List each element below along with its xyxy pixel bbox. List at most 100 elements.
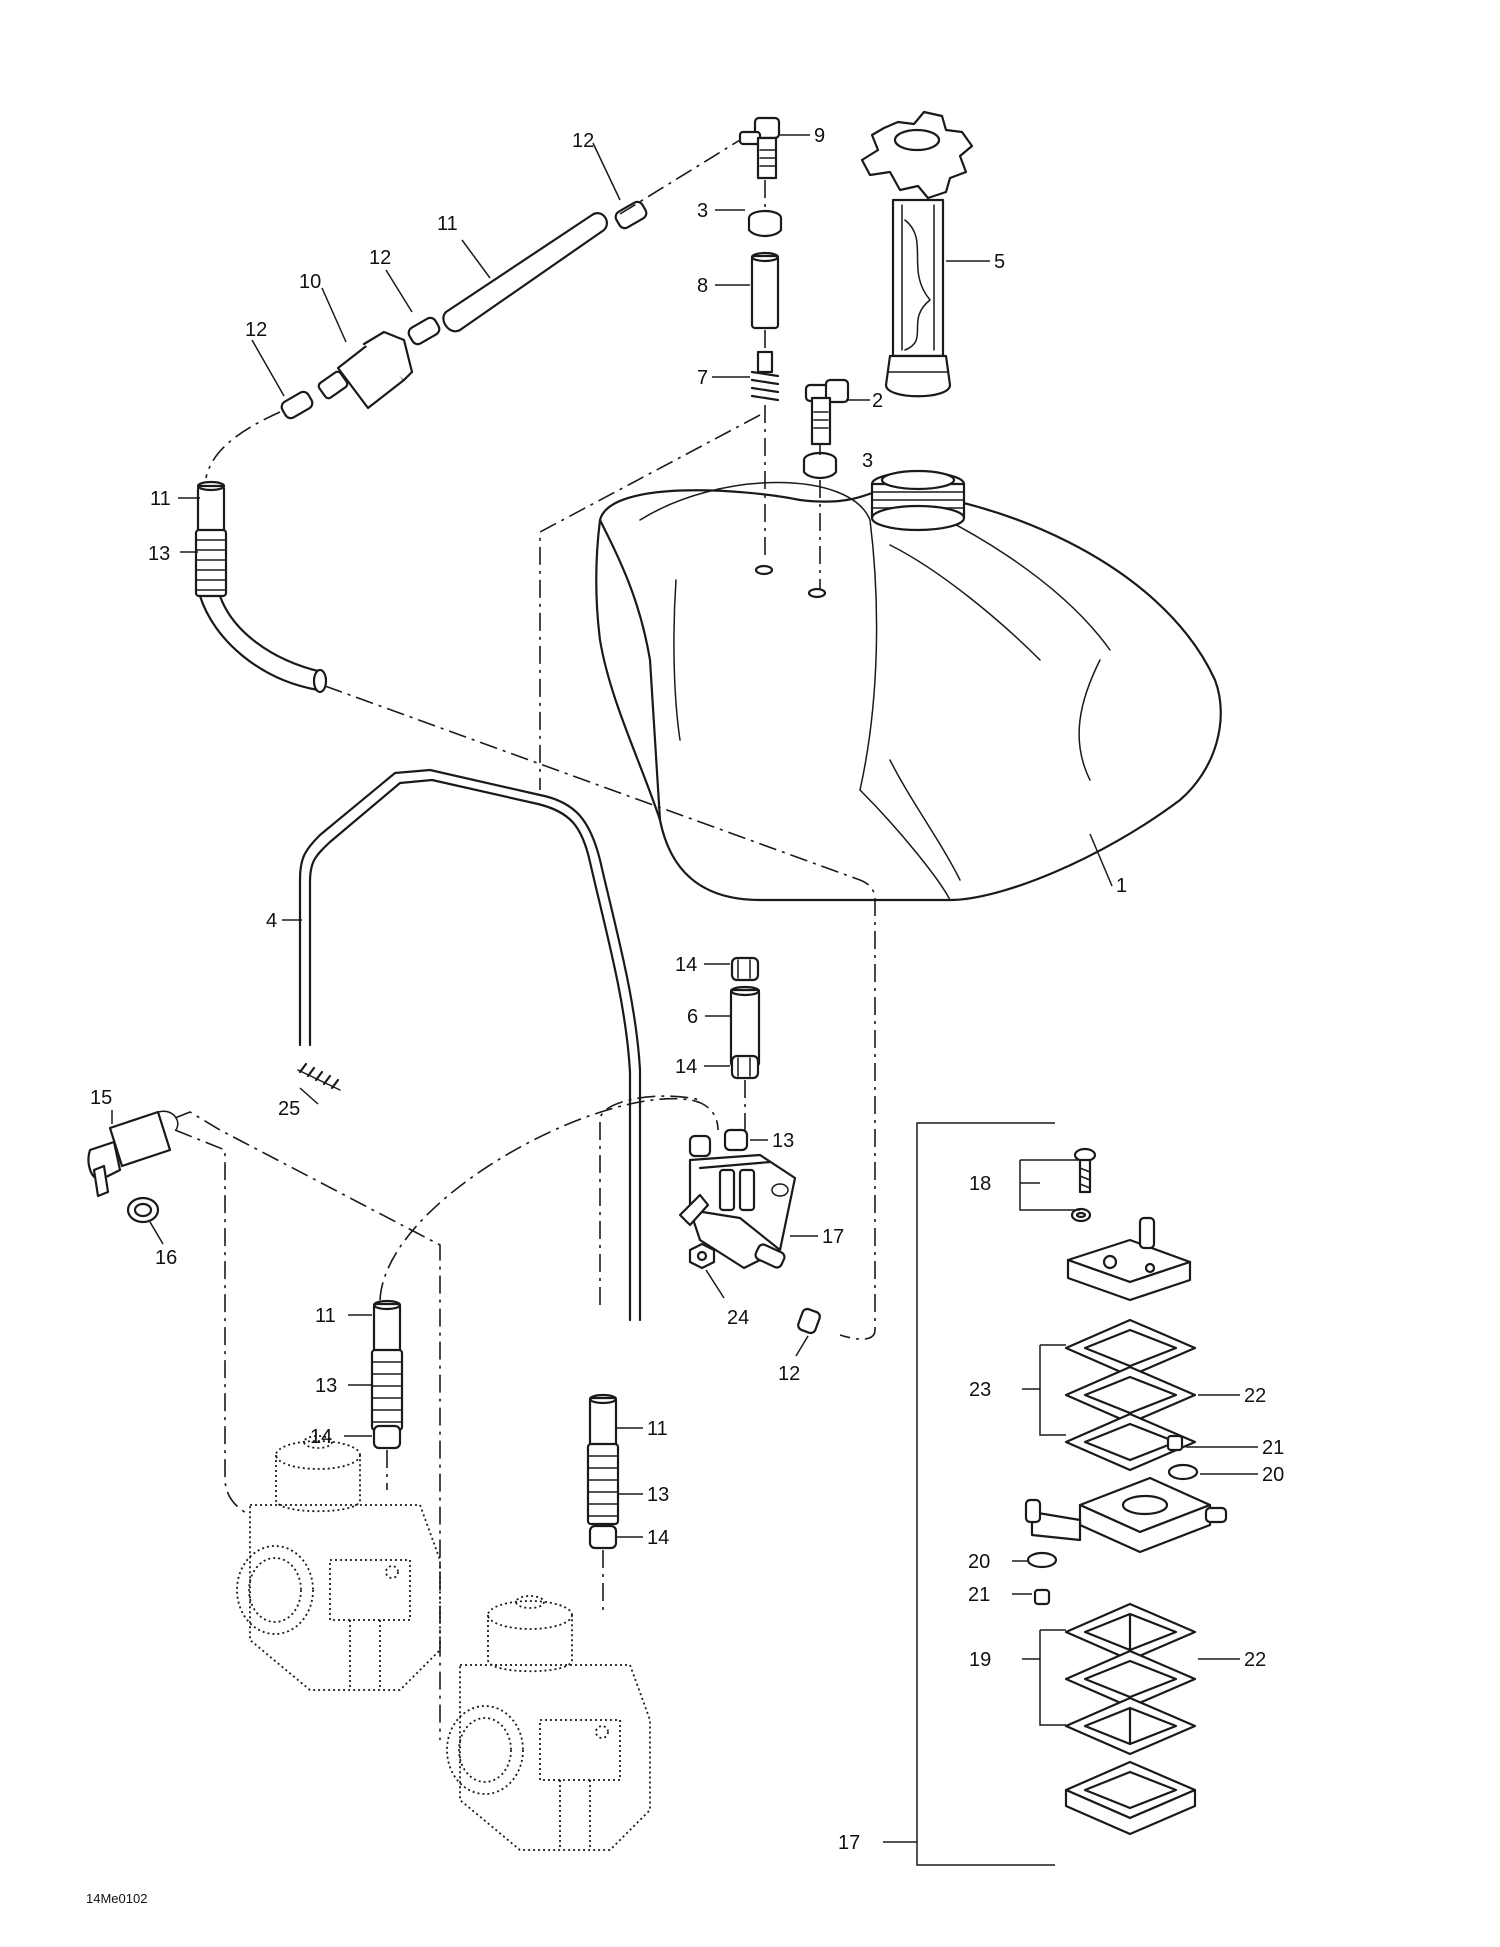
pump-body [1024,1476,1228,1554]
callout-labels: 1 2 3 3 4 5 6 7 8 9 10 11 11 11 11 12 12… [86,125,1284,1906]
clamp-14-carb-right [588,1524,618,1550]
spring-25 [297,1062,341,1091]
callout-11-top: 11 [437,213,458,235]
callout-7: 7 [697,367,708,389]
fuel-tank [595,469,1222,902]
clamp-14-carb-left [372,1424,402,1450]
clamp-13-pump-b [723,1128,749,1152]
disc-20-upper [1167,1463,1199,1481]
carburetor-right [446,1595,651,1851]
callout-4: 4 [266,910,277,932]
primer-15 [87,1110,179,1198]
callout-17-pump: 17 [822,1226,844,1248]
disc-20-lower [1026,1551,1058,1569]
callout-14-carb-right: 14 [647,1527,669,1549]
washer-18 [1070,1207,1092,1223]
callout-19: 19 [969,1649,991,1671]
pump-to-carb2-line [599,1095,701,1305]
gasket-lower-3 [1064,1696,1197,1756]
callout-6: 6 [687,1006,698,1028]
callout-20-upper: 20 [1262,1464,1284,1486]
hose-6 [729,985,761,1068]
vent-fitting-9 [738,116,781,180]
callout-12-pump: 12 [778,1363,800,1385]
pump-to-carb-line [379,1097,719,1301]
callout-18: 18 [969,1173,991,1195]
hose-11-left [196,480,226,536]
callout-13-pump: 13 [772,1130,794,1152]
clamp-14-mid [730,1054,760,1080]
leader-lines [111,134,1258,1726]
hose-11-carb-left [372,1299,402,1356]
pump-base [1064,1760,1197,1836]
sleeve-13-carb-right [586,1442,620,1526]
carb-connection-lines [386,1450,604,1610]
callout-2: 2 [872,390,883,412]
callout-21-lower: 21 [968,1584,990,1606]
callout-23: 23 [969,1379,991,1401]
callout-20-lower: 20 [968,1551,990,1573]
clamp-12-b [407,316,441,346]
vent-line [539,414,761,790]
sleeve-13-left [194,528,228,598]
callout-22-lower: 22 [1244,1649,1266,1671]
callout-3-upper: 3 [697,200,708,222]
drawing-code: 14Me0102 [86,1891,147,1906]
callout-14-top: 14 [675,954,697,976]
callout-13-carb-right: 13 [647,1484,669,1506]
callout-10: 10 [299,271,321,293]
hose-end [312,668,328,694]
return-line [324,685,876,1340]
callout-13-carb-left: 13 [315,1375,337,1397]
callout-17-kit: 17 [838,1832,860,1854]
grommet-3-lower [802,451,838,480]
sleeve-13-carb-left [370,1348,404,1432]
callout-22-upper: 22 [1244,1385,1266,1407]
callout-8: 8 [697,275,708,297]
callout-24: 24 [727,1307,749,1329]
callout-11-carb-left: 11 [315,1305,336,1327]
primer-line-2 [174,1129,251,1516]
fuel-gauge [860,110,974,398]
vent-tube-4 [298,768,642,1322]
spring-7 [750,350,780,402]
callout-13-left: 13 [148,543,170,565]
valve-21-lower [1033,1588,1051,1606]
fuel-hose-bend [198,594,324,692]
callout-12-left: 12 [245,319,267,341]
callout-14-carb-left: 14 [310,1426,332,1448]
gasket-lower-1 [1064,1602,1197,1662]
hose-11-upper [442,212,608,333]
callout-3-lower: 3 [862,450,873,472]
gasket-lower-2 [1064,1649,1197,1709]
callout-12-mid: 12 [369,247,391,269]
callout-25: 25 [278,1098,300,1120]
washer-16 [126,1196,160,1224]
nut-24 [688,1242,716,1270]
callout-9: 9 [814,125,825,147]
callout-15: 15 [90,1087,112,1109]
clamp-14-top [730,956,760,982]
fuel-pump-17 [678,1153,797,1270]
clamp-12-c [280,390,314,420]
callout-11-carb-right: 11 [647,1418,668,1440]
clamp-13-pump-a [688,1134,712,1158]
elbow-fitting-2 [804,378,850,446]
gasket-upper-2 [1064,1365,1197,1425]
hose-11-carb-right [588,1393,618,1450]
line-to-fitting-9 [619,139,741,215]
clamp-12-a [614,200,648,230]
grommet-3-upper [747,209,783,238]
callout-5: 5 [994,251,1005,273]
callout-14-mid: 14 [675,1056,697,1078]
valve-21-upper [1166,1434,1184,1452]
callout-11-left: 11 [150,488,171,510]
kit-bracket [916,1122,1055,1866]
callout-16: 16 [155,1247,177,1269]
gasket-upper-1 [1064,1318,1197,1378]
callout-21-upper: 21 [1262,1437,1284,1459]
clamp-12-pump [797,1307,821,1335]
callout-12-top: 12 [572,130,594,152]
